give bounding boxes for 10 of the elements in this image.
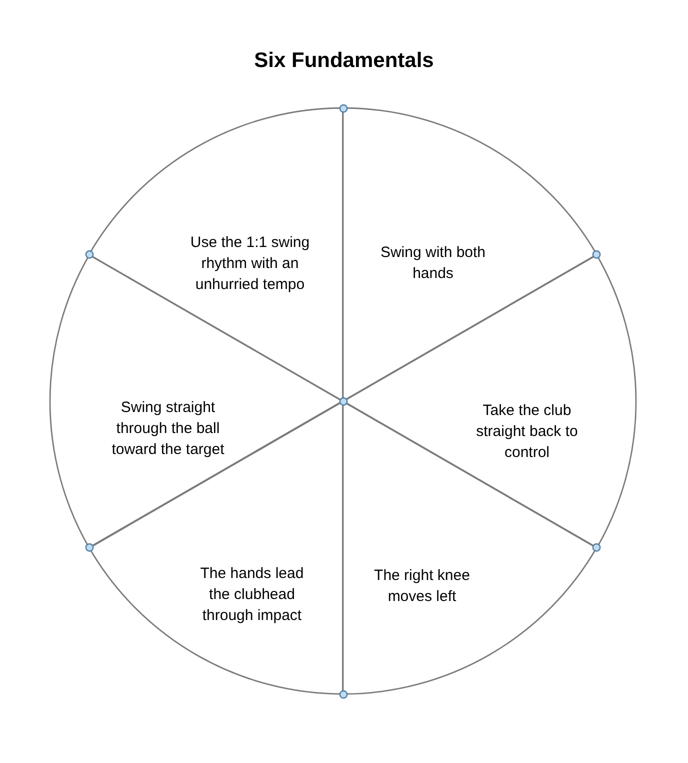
sector-label: Take the club straight back to control: [475, 401, 579, 463]
circle-sector: [88, 400, 344, 695]
sector-label: Swing straight through the ball toward the target: [110, 398, 226, 460]
sector-label: Use the 1:1 swing rhythm with an unhurried tempo: [189, 233, 311, 295]
sector-label: Swing with both hands: [379, 243, 487, 284]
circle-sector: [88, 107, 344, 402]
circle-sector: [342, 400, 598, 695]
sector-label: The right knee moves left: [373, 566, 471, 607]
sector-label: The hands lead the clubhead through impact: [199, 564, 305, 626]
diagram-title: Six Fundamentals: [253, 48, 435, 74]
